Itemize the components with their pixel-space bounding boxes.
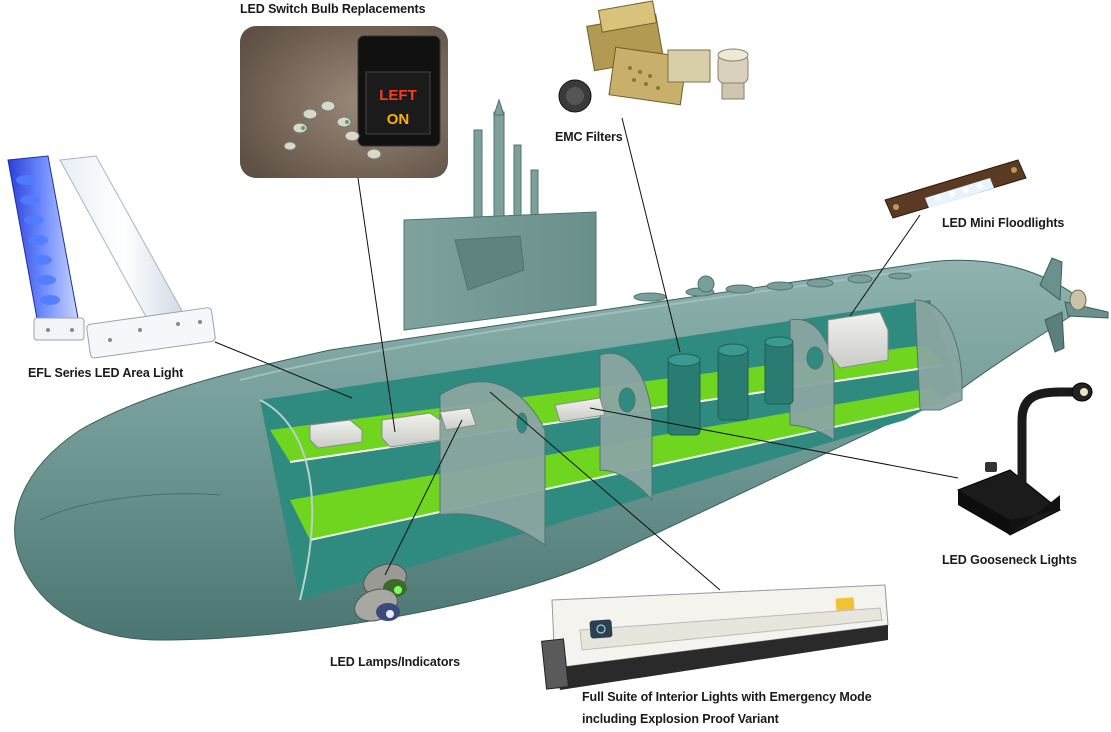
emc-filters-image (558, 0, 749, 113)
label-led-gooseneck-lights: LED Gooseneck Lights (942, 553, 1077, 567)
label-led-lamps-indicators: LED Lamps/Indicators (330, 655, 460, 669)
label-interior-lights-line1: Full Suite of Interior Lights with Emerg… (582, 690, 872, 704)
label-interior-lights-line2: including Explosion Proof Variant (582, 712, 779, 726)
led-gooseneck-light-image (957, 382, 1093, 536)
switch-text-on: ON (387, 111, 410, 128)
label-efl-series-led-area-light: EFL Series LED Area Light (28, 366, 184, 380)
switch-text-left: LEFT (379, 87, 417, 104)
label-emc-filters: EMC Filters (555, 130, 623, 144)
label-led-switch-bulb-replacements: LED Switch Bulb Replacements (240, 2, 426, 16)
led-lamps-indicators-image (354, 563, 407, 622)
interior-cutaway (259, 299, 963, 601)
efl-area-light-image (7, 155, 216, 359)
led-switch-bulb-photo: LEFT ON (240, 26, 448, 178)
led-mini-floodlight-image (884, 159, 1027, 219)
leader-lines (214, 117, 959, 591)
label-led-mini-floodlights: LED Mini Floodlights (942, 216, 1065, 230)
conning-tower (403, 98, 597, 331)
switch-bulb-illustration: LEFT ON (240, 26, 448, 178)
interior-light-fixture-image (541, 584, 889, 690)
